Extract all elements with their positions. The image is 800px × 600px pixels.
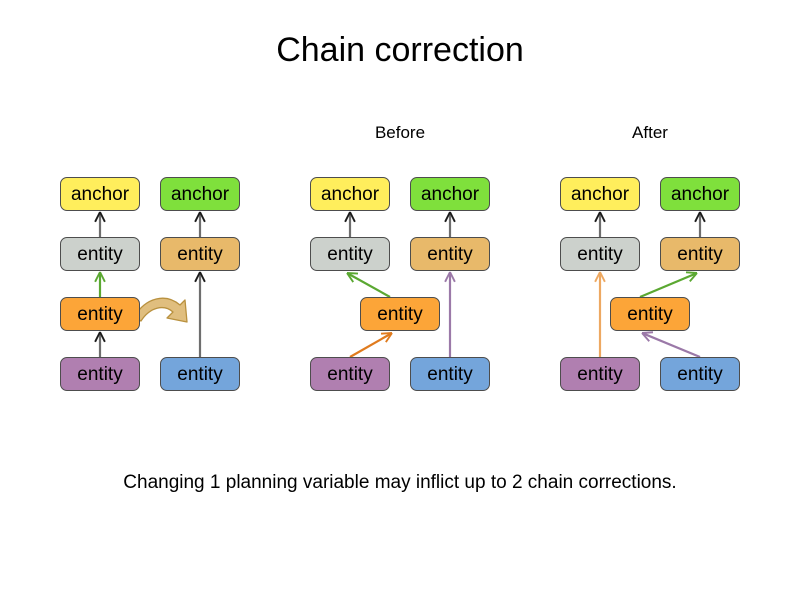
move-arrow-shape — [133, 297, 188, 323]
initial-chains-edge-blue-to-tan — [194, 271, 206, 357]
edge-arrowhead-right — [594, 271, 601, 283]
node-label: entity — [677, 243, 723, 265]
edge-arrowhead-left — [199, 211, 206, 223]
after-chains-edge-tan-to-anchor-green — [694, 211, 706, 237]
node-label: anchor — [570, 183, 630, 205]
after-chains-entity-tan[interactable]: entity — [660, 237, 740, 271]
edge-arrowhead-left — [99, 271, 106, 283]
edge-arrowhead-right — [594, 211, 601, 223]
before-chains-entity-gray[interactable]: entity — [310, 237, 390, 271]
section-label-before: Before — [374, 123, 426, 142]
after-chains-entity-blue[interactable]: entity — [660, 357, 740, 391]
edge-shaft — [639, 272, 697, 299]
node-label: entity — [77, 243, 123, 265]
initial-chains-edge-tan-to-anchor-green — [194, 211, 206, 237]
edge-arrowhead-left — [449, 211, 456, 223]
before-chains-entity-tan[interactable]: entity — [410, 237, 490, 271]
edge-arrowhead-left — [385, 332, 393, 343]
edge-arrowhead-left — [449, 271, 456, 283]
section-label-after: After — [632, 123, 668, 142]
node-label: anchor — [170, 183, 230, 205]
edge-arrowhead-right — [94, 271, 101, 283]
edge-arrowhead-right — [685, 271, 698, 274]
edge-shaft — [347, 272, 391, 298]
before-chains-edge-orange-to-gray — [346, 272, 391, 298]
edge-arrowhead-right — [94, 331, 101, 343]
after-chains-anchor-green[interactable]: anchor — [660, 177, 740, 211]
initial-chains-entity-blue[interactable]: entity — [160, 357, 240, 391]
edge-arrowhead-left — [689, 272, 698, 282]
initial-chains-entity-purple[interactable]: entity — [60, 357, 140, 391]
node-label: entity — [177, 363, 223, 385]
initial-chains-edge-purple-to-orange — [94, 331, 106, 357]
edge-arrowhead-right — [641, 332, 650, 342]
slide-caption: Changing 1 planning variable may inflict… — [123, 472, 677, 493]
before-chains-edge-gray-to-anchor-yellow — [344, 211, 356, 237]
after-chains-edge-purple-to-gray — [594, 271, 606, 357]
edge-arrowhead-right — [444, 271, 451, 283]
initial-chains-entity-orange[interactable]: entity — [60, 297, 140, 331]
edge-arrowhead-left — [199, 271, 206, 283]
node-label: entity — [577, 363, 623, 385]
before-chains-entity-purple[interactable]: entity — [310, 357, 390, 391]
node-label: entity — [77, 363, 123, 385]
initial-chains-anchor-green[interactable]: anchor — [160, 177, 240, 211]
node-label: entity — [577, 243, 623, 265]
node-label: entity — [177, 243, 223, 265]
edge-arrowhead-left — [349, 211, 356, 223]
edge-arrowhead-left — [599, 211, 606, 223]
initial-chains-move-arrow-icon — [133, 297, 188, 323]
edge-arrowhead-right — [344, 211, 351, 223]
before-chains-edge-blue-to-tan — [444, 271, 456, 357]
node-label: anchor — [420, 183, 480, 205]
node-label: entity — [427, 243, 473, 265]
page-title: Chain correction — [276, 31, 524, 69]
before-chains-edge-tan-to-anchor-green — [444, 211, 456, 237]
node-label: entity — [427, 363, 473, 385]
initial-chains-entity-tan[interactable]: entity — [160, 237, 240, 271]
edge-arrowhead-left — [599, 271, 606, 283]
edge-arrowhead-left — [699, 211, 706, 223]
before-chains-anchor-green[interactable]: anchor — [410, 177, 490, 211]
after-chains-edge-blue-to-orange — [641, 331, 701, 359]
after-chains-entity-gray[interactable]: entity — [560, 237, 640, 271]
edge-arrowhead-right — [194, 211, 201, 223]
after-chains-edge-orange-to-tan — [639, 271, 698, 299]
edge-arrowhead-right — [444, 211, 451, 223]
edge-arrowhead-right — [346, 272, 355, 283]
node-label: entity — [627, 303, 673, 325]
node-label: anchor — [670, 183, 730, 205]
after-chains-edge-gray-to-anchor-yellow — [594, 211, 606, 237]
before-chains-edge-purple-to-orange — [349, 332, 393, 358]
before-chains-anchor-yellow[interactable]: anchor — [310, 177, 390, 211]
initial-chains-entity-gray[interactable]: entity — [60, 237, 140, 271]
after-chains-anchor-yellow[interactable]: anchor — [560, 177, 640, 211]
after-chains-entity-orange[interactable]: entity — [610, 297, 690, 331]
node-label: entity — [327, 363, 373, 385]
before-chains-entity-orange[interactable]: entity — [360, 297, 440, 331]
edge-arrowhead-left — [641, 331, 654, 334]
node-label: anchor — [320, 183, 380, 205]
node-label: entity — [77, 303, 123, 325]
node-label: entity — [677, 363, 723, 385]
edge-arrowhead-left — [99, 211, 106, 223]
edge-arrowhead-right — [194, 271, 201, 283]
initial-chains-anchor-yellow[interactable]: anchor — [60, 177, 140, 211]
initial-chains-edge-gray-to-anchor-yellow — [94, 211, 106, 237]
edge-arrowhead-left — [99, 331, 106, 343]
edge-arrowhead-right — [694, 211, 701, 223]
node-label: anchor — [70, 183, 130, 205]
initial-chains-edge-orange-to-gray — [94, 271, 106, 297]
edge-shaft — [349, 332, 392, 358]
edge-shaft — [642, 332, 701, 359]
node-label: entity — [327, 243, 373, 265]
node-label: entity — [377, 303, 423, 325]
edge-arrowhead-left — [346, 272, 359, 275]
after-chains-entity-purple[interactable]: entity — [560, 357, 640, 391]
edge-arrowhead-right — [380, 332, 393, 335]
edge-arrowhead-right — [94, 211, 101, 223]
before-chains-entity-blue[interactable]: entity — [410, 357, 490, 391]
